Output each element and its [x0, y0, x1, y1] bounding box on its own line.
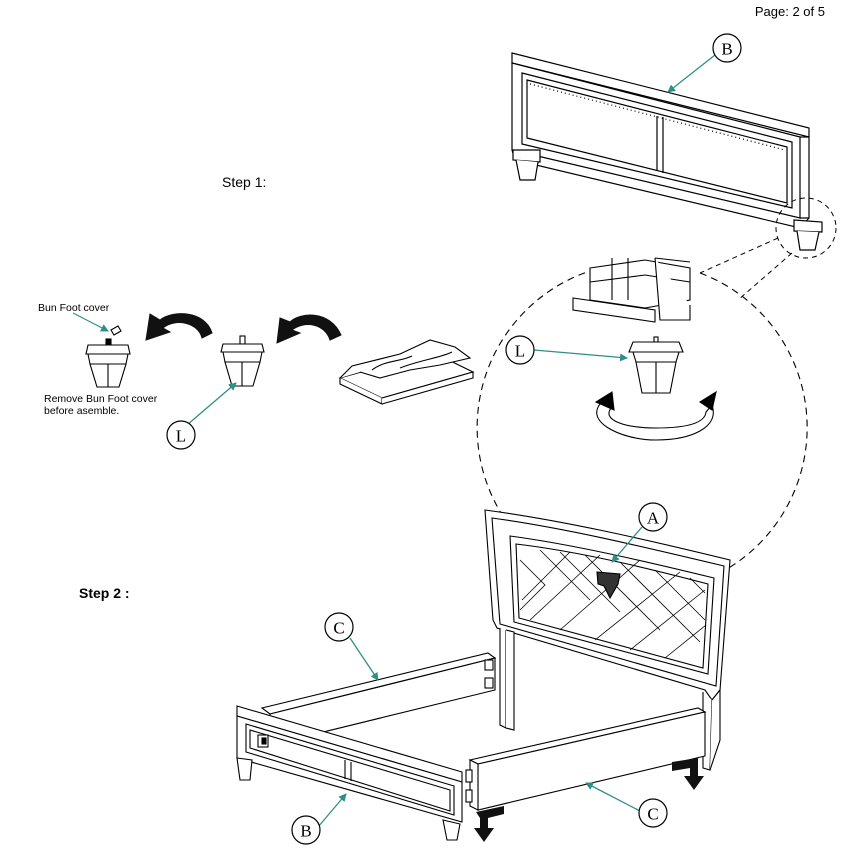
callout-l-detail: L: [505, 335, 535, 365]
callout-b-step1: B: [712, 33, 742, 63]
callout-a: A: [638, 502, 668, 532]
callout-l-leg: L: [166, 420, 196, 450]
remove-cover-note-line2: before asemble.: [44, 405, 120, 417]
curved-arrow-left: [145, 313, 213, 341]
leg-detail-circle: [476, 257, 808, 594]
footboard-drawing: [511, 52, 823, 251]
page-number: Page: 2 of 5: [754, 4, 825, 19]
callout-c-front-letter: C: [647, 805, 658, 824]
bun-foot-cover-label: Bun Foot cover: [38, 302, 110, 314]
callout-l-detail-letter: L: [515, 342, 525, 361]
callout-c-front: C: [638, 798, 668, 828]
remove-cover-note-line1: Remove Bun Foot cover: [44, 393, 158, 405]
callout-b-step2: B: [291, 815, 321, 845]
callout-l-leg-letter: L: [176, 427, 186, 446]
footboard-step2: [236, 705, 463, 841]
headboard-drawing: [484, 509, 731, 771]
down-arrow-right: [672, 758, 704, 790]
bun-foot-with-cover: [85, 325, 131, 388]
side-rail-back: [260, 652, 497, 746]
side-rail-front: [465, 707, 707, 811]
curved-arrow-right: [276, 314, 342, 344]
detail-circle-small: [775, 197, 837, 259]
step2-label: Step 2 :: [79, 585, 130, 601]
callout-c-back: C: [324, 612, 354, 642]
callout-b-step2-letter: B: [300, 822, 311, 841]
callout-b-step1-letter: B: [721, 40, 732, 59]
callout-a-letter: A: [647, 509, 660, 528]
callout-c-back-letter: C: [333, 619, 344, 638]
down-arrow-left: [474, 806, 504, 842]
step1-label: Step 1:: [222, 174, 267, 190]
bun-foot-leg: [220, 335, 265, 387]
parts-box: [338, 339, 475, 405]
